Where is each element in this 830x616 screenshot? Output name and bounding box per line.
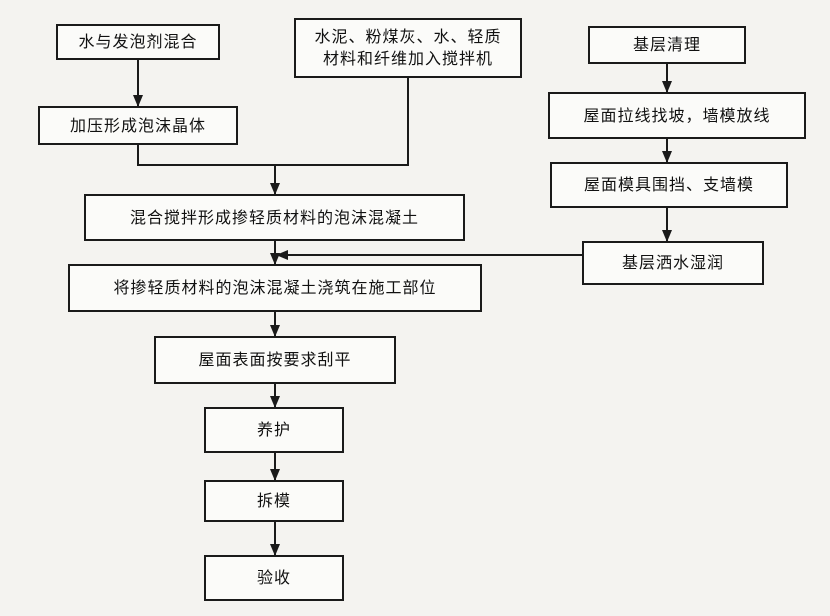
- node-cement-materials: 水泥、粉煤灰、水、轻质 材料和纤维加入搅拌机: [294, 18, 522, 78]
- node-mix-foam-concrete: 混合搅拌形成掺轻质材料的泡沫混凝土: [84, 194, 465, 241]
- node-label: 加压形成泡沫晶体: [69, 115, 206, 135]
- node-label: 将掺轻质材料的泡沫混凝土浇筑在施工部位: [113, 278, 437, 297]
- node-label-line1: 水泥、粉煤灰、水、轻质: [314, 27, 502, 46]
- node-label: 混合搅拌形成掺轻质材料的泡沫混凝土: [129, 207, 419, 227]
- node-accept: 验收: [204, 555, 344, 601]
- node-pour-concrete: 将掺轻质材料的泡沫混凝土浇筑在施工部位: [68, 264, 482, 312]
- connector-cement-to-mix: [275, 78, 409, 166]
- node-pressurize-foam: 加压形成泡沫晶体: [38, 106, 238, 145]
- node-label: 屋面模具围挡、支墙模: [583, 175, 754, 194]
- node-level-surface: 屋面表面按要求刮平: [154, 336, 396, 384]
- node-label: 屋面表面按要求刮平: [198, 350, 352, 369]
- connector-pressurize-to-mix: [137, 145, 275, 166]
- node-base-wet: 基层洒水湿润: [582, 241, 764, 285]
- node-label: 水与发泡剂混合: [78, 32, 198, 51]
- node-base-clean: 基层清理: [588, 26, 746, 64]
- node-demold: 拆模: [204, 480, 344, 522]
- node-label: 基层清理: [632, 35, 701, 54]
- node-label: 养护: [256, 420, 291, 439]
- node-formwork: 屋面模具围挡、支墙模: [550, 162, 788, 208]
- node-water-foam-mix: 水与发泡剂混合: [56, 24, 220, 60]
- node-roof-slope: 屋面拉线找坡，墙模放线: [548, 92, 806, 139]
- node-label: 屋面拉线找坡，墙模放线: [583, 105, 771, 125]
- node-label: 验收: [256, 568, 291, 587]
- node-label: 基层洒水湿润: [621, 253, 724, 272]
- node-label-line2: 材料和纤维加入搅拌机: [322, 49, 493, 68]
- node-cure: 养护: [204, 407, 344, 453]
- node-label: 拆模: [256, 491, 291, 510]
